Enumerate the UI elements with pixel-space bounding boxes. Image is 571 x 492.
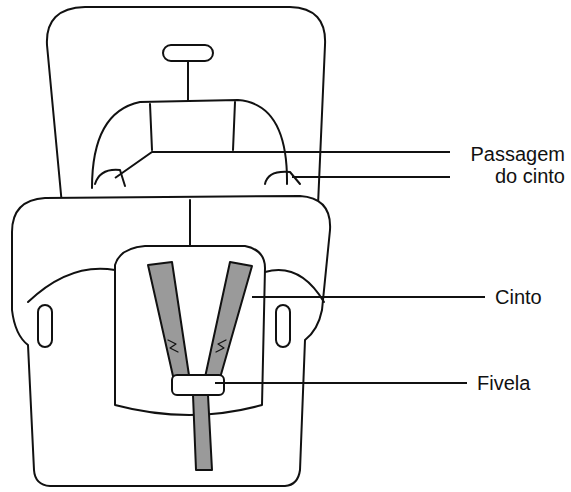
strap-stitch [216, 340, 226, 352]
part-label: Passagem do cinto [457, 143, 565, 187]
leader-line [292, 176, 450, 178]
leader-line [215, 382, 467, 384]
armrest-slot [38, 305, 52, 347]
headrest-seam [150, 104, 152, 150]
harness-strap [148, 262, 190, 385]
harness-strap [204, 262, 252, 385]
crotch-strap [193, 395, 212, 470]
buckle [172, 375, 224, 395]
leader-line [115, 152, 450, 178]
seat-seam [189, 200, 191, 246]
headrest-stalk [187, 61, 189, 100]
leader-line [252, 296, 485, 298]
headrest-seam [233, 102, 235, 150]
seat-wing-line [28, 269, 115, 302]
headrest-outline [47, 7, 325, 205]
seat-body [12, 196, 330, 486]
part-label: Cinto [495, 286, 542, 308]
armrest-slot [276, 305, 290, 347]
handle-slot [163, 45, 213, 61]
seat-cushion [115, 246, 265, 415]
belt-guide [95, 170, 125, 186]
strap-stitch [168, 340, 178, 352]
part-label: Fivela [477, 372, 530, 394]
